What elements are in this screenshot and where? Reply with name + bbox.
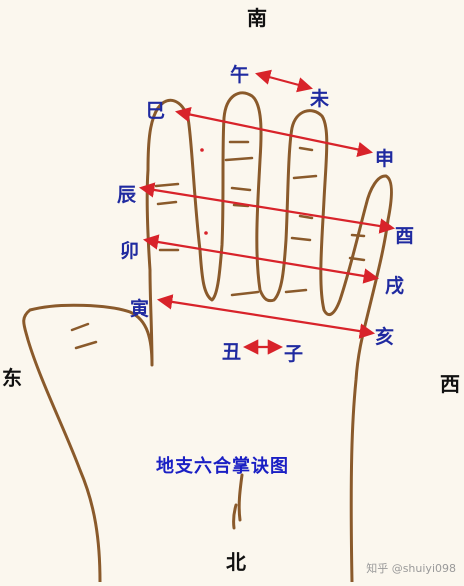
diagram-title: 地支六合掌诀图 bbox=[156, 456, 289, 477]
direction-west: 西 bbox=[440, 372, 460, 396]
direction-east: 东 bbox=[2, 366, 22, 390]
branch-chou: 丑 bbox=[222, 341, 242, 363]
direction-south: 南 bbox=[247, 6, 267, 30]
branch-you: 酉 bbox=[395, 225, 415, 247]
branch-zi: 子 bbox=[284, 343, 304, 365]
arrow-yin-hai bbox=[156, 294, 376, 339]
branch-mao: 卯 bbox=[120, 240, 140, 262]
arrow-chen-you bbox=[138, 182, 396, 234]
arrow-si-shen bbox=[174, 106, 374, 158]
pair-arrows bbox=[138, 69, 396, 355]
watermark: 知乎 @shuiyi098 bbox=[366, 562, 456, 575]
dot-mark bbox=[200, 148, 204, 152]
branch-hai: 亥 bbox=[375, 326, 395, 348]
arrow-wu-wei bbox=[255, 69, 313, 93]
direction-north: 北 bbox=[226, 550, 246, 574]
branch-chen: 辰 bbox=[117, 184, 137, 206]
branch-yin: 寅 bbox=[130, 298, 150, 320]
branch-shen: 申 bbox=[375, 148, 395, 170]
dot-mark bbox=[204, 231, 208, 235]
branch-wu: 午 bbox=[230, 64, 250, 86]
branch-wei: 未 bbox=[310, 88, 330, 110]
branch-xu: 戌 bbox=[385, 275, 405, 297]
arrow-mao-xu bbox=[142, 234, 380, 284]
hand-outline bbox=[22, 91, 393, 584]
branch-si: 巳 bbox=[146, 100, 166, 122]
